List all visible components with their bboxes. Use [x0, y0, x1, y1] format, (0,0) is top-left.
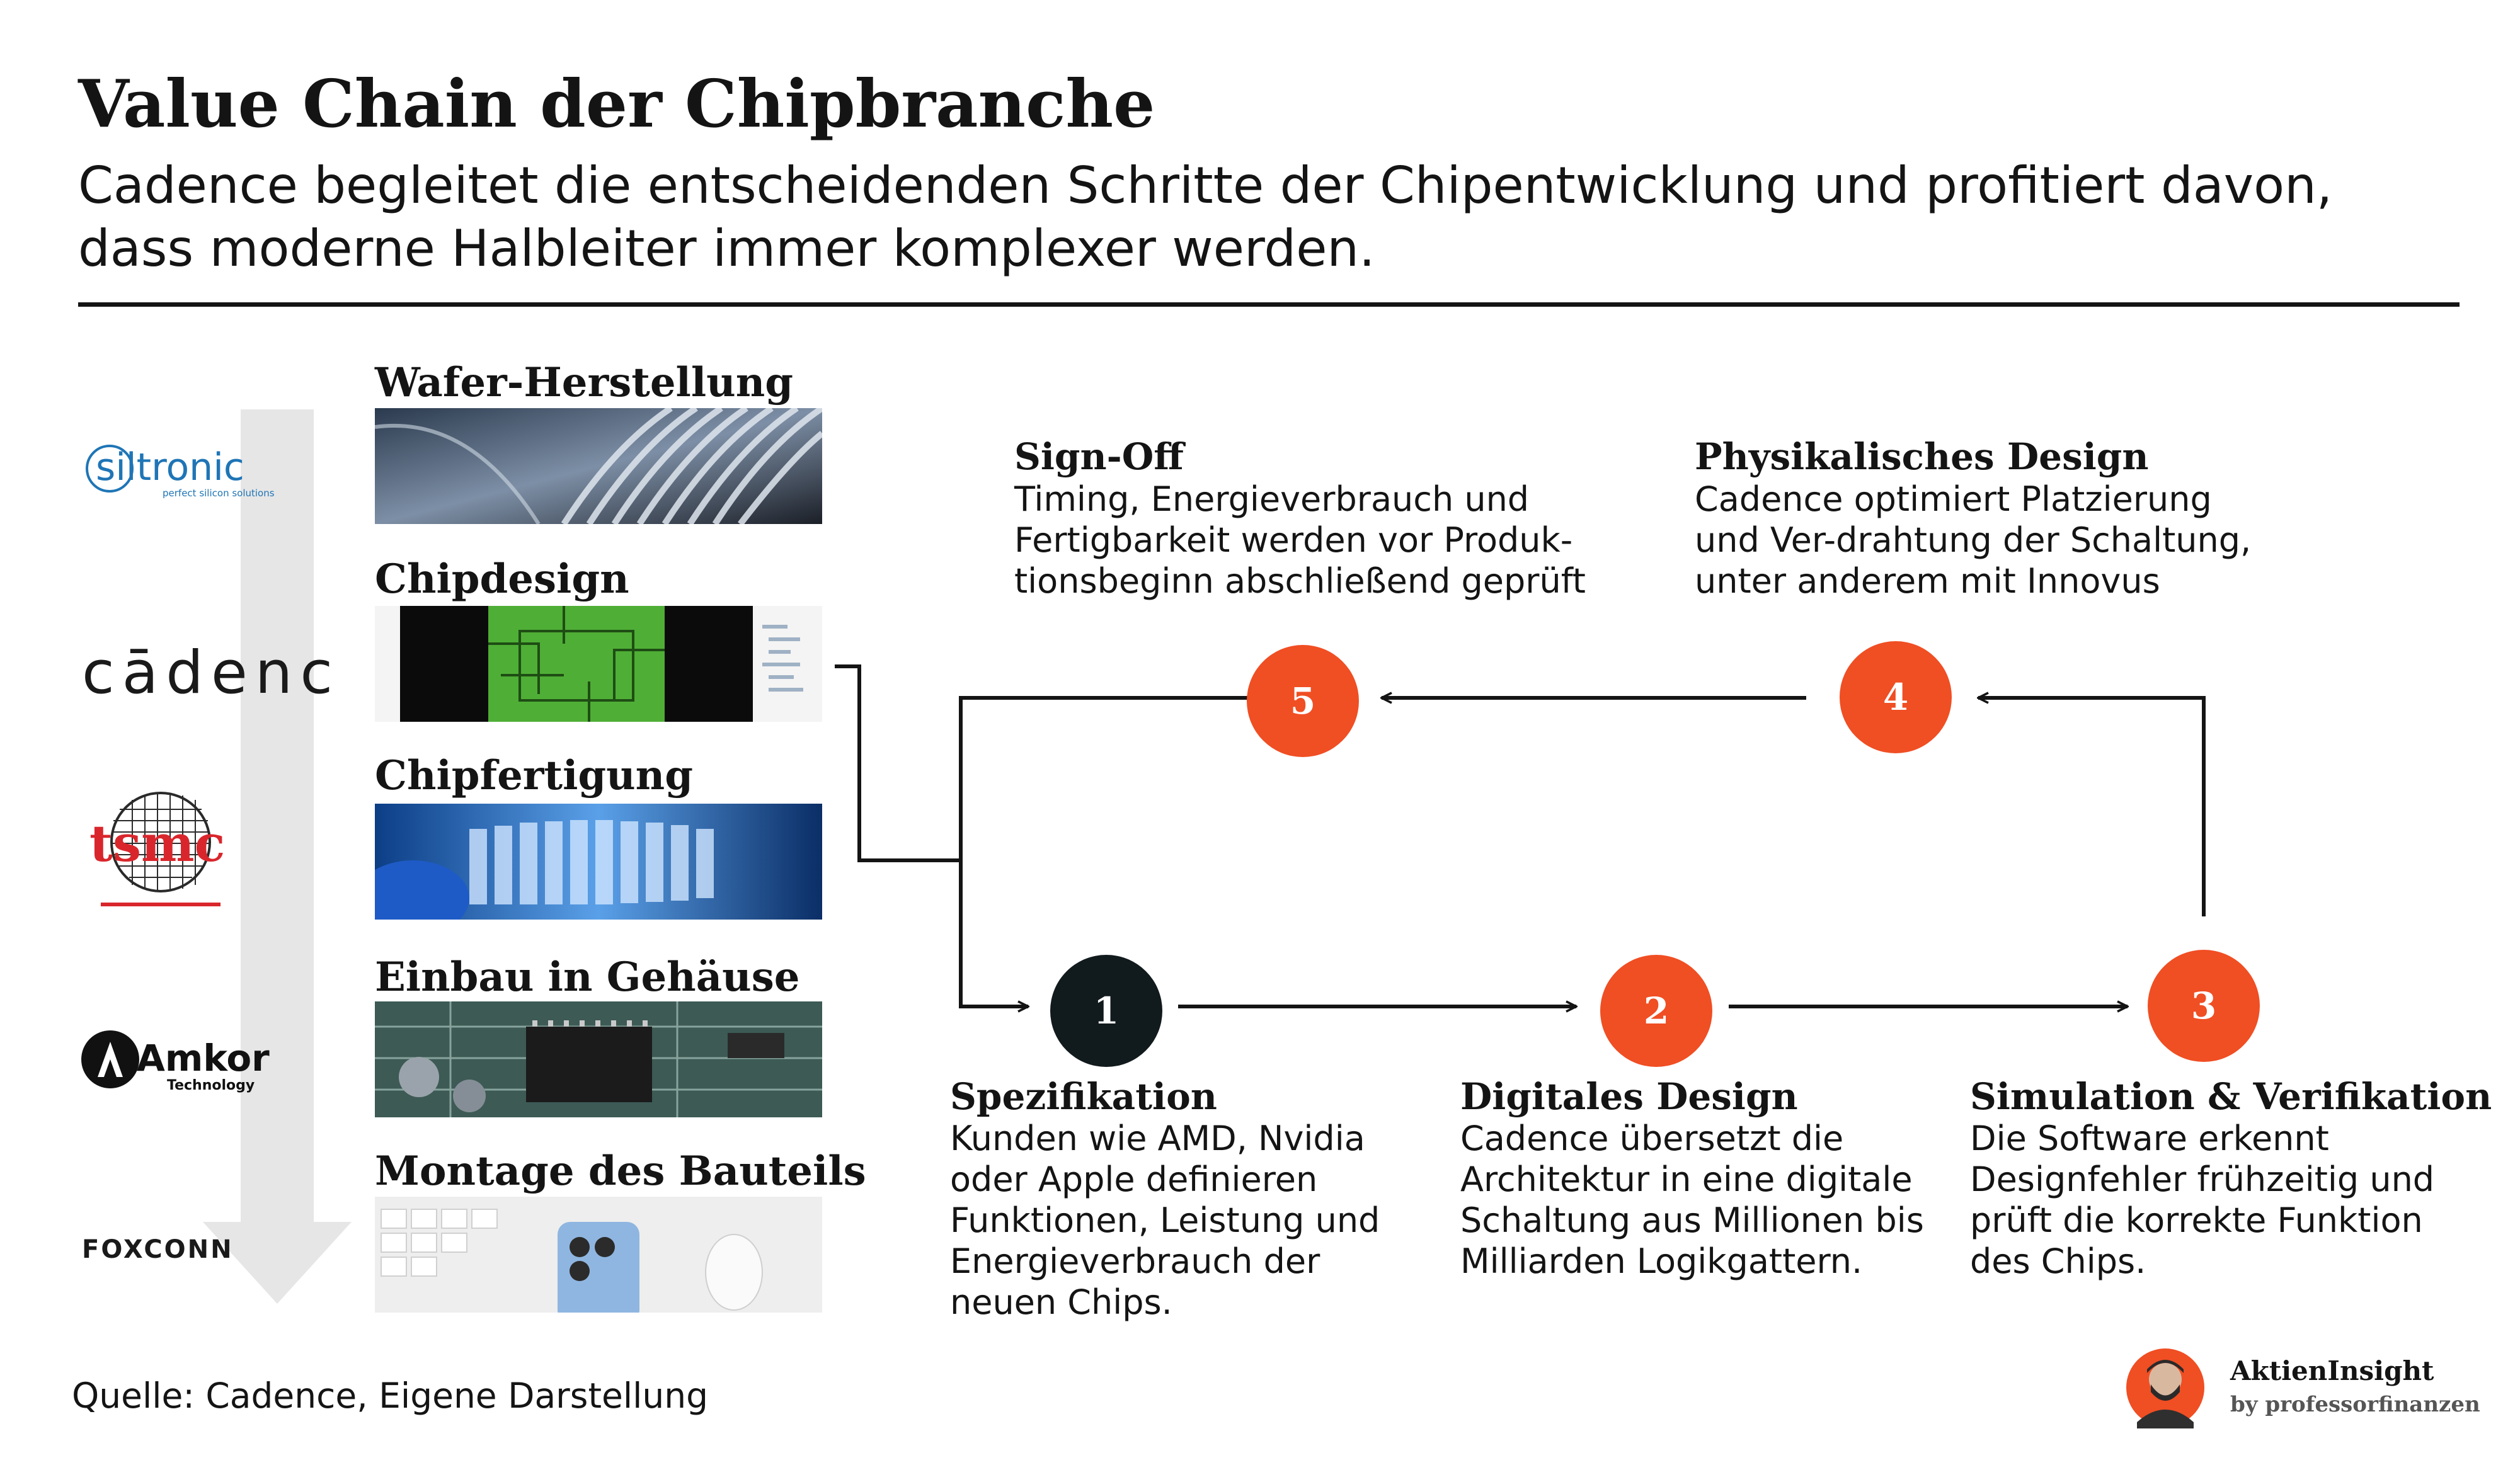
step-2-line: Architektur in eine digitale — [1460, 1160, 1913, 1199]
step-3-line: Designfehler frühzeitig und — [1970, 1160, 2435, 1199]
step-1-badge: 1 — [1050, 955, 1162, 1067]
step-3-badge: 3 — [2148, 950, 2260, 1062]
chipfertigung-image — [375, 804, 822, 920]
step-2-line: Milliarden Logikgattern. — [1460, 1241, 1863, 1281]
avatar — [2124, 1347, 2206, 1428]
page-title: Value Chain der Chipbranche — [78, 65, 1155, 142]
step-1-line: Kunden wie AMD, Nvidia — [950, 1119, 1365, 1158]
siltronic-logo: siltronic perfect silicon solutions — [82, 422, 321, 516]
montage-image — [375, 1197, 822, 1313]
page-subtitle: Cadence begleitet die entscheidenden Sch… — [78, 154, 2472, 280]
step-4-line: und Ver-drahtung der Schaltung, — [1695, 520, 2252, 560]
header-divider — [78, 302, 2460, 307]
foxconn-logo: FOXCONN — [82, 1225, 252, 1269]
cadence-logo: cādence — [82, 636, 334, 712]
step-3-line: des Chips. — [1970, 1241, 2146, 1281]
tsmc-logo: tsmc — [82, 790, 239, 916]
amkor-sub: Technology — [167, 1078, 255, 1093]
step-2-description: Cadence übersetzt die Architektur in ein… — [1460, 1118, 1924, 1282]
step-5-description: Timing, Energieverbrauch und Fertigbarke… — [1014, 479, 1586, 601]
step-3-line: prüft die korrekte Funktion — [1970, 1200, 2423, 1240]
value-chain-label-montage: Montage des Bauteils — [375, 1148, 866, 1195]
step-1-line: Funktionen, Leistung und — [950, 1200, 1380, 1240]
subtitle-line: dass moderne Halbleiter immer komplexer … — [78, 219, 1375, 278]
step-3-description: Die Software erkennt Designfehler frühze… — [1970, 1118, 2434, 1282]
value-chain-label-chipdesign: Chipdesign — [375, 556, 629, 603]
arrow-3-to-4 — [1978, 698, 2206, 916]
value-chain-down-arrow — [203, 409, 352, 1304]
step-5-line: Timing, Energieverbrauch und — [1014, 479, 1530, 519]
step-2-badge: 2 — [1600, 955, 1712, 1067]
step-4-title: Physikalisches Design — [1695, 435, 2149, 478]
step-1-line: neuen Chips. — [950, 1282, 1172, 1322]
step-5-line: Fertigbarkeit werden vor Produk- — [1014, 520, 1573, 560]
step-4-line: unter anderem mit Innovus — [1695, 561, 2160, 601]
brand-name: AktienInsight — [2230, 1355, 2434, 1386]
step-5-badge: 5 — [1247, 645, 1359, 757]
siltronic-wordmark: siltronic — [96, 445, 244, 489]
step-1-description: Kunden wie AMD, Nvidia oder Apple defini… — [950, 1118, 1380, 1323]
chipdesign-image — [375, 606, 822, 722]
step-3-line: Die Software erkennt — [1970, 1119, 2329, 1158]
step-5-title: Sign-Off — [1014, 435, 1184, 478]
wafer-image — [375, 408, 822, 524]
gehaeuse-image — [375, 1001, 822, 1117]
step-2-title: Digitales Design — [1460, 1075, 1798, 1118]
cadence-wordmark: cādence — [82, 639, 334, 707]
step-2-line: Cadence übersetzt die — [1460, 1119, 1844, 1158]
foxconn-wordmark: FOXCONN — [82, 1235, 234, 1264]
step-5-line: tionsbeginn abschließend geprüft — [1014, 561, 1586, 601]
brand-byline: by professorfinanzen — [2230, 1392, 2480, 1417]
chipdesign-bracket-line — [835, 664, 961, 862]
step-4-badge: 4 — [1840, 641, 1952, 753]
value-chain-label-chipfertigung: Chipfertigung — [375, 752, 693, 799]
amkor-logo: Amkor Technology — [79, 1020, 280, 1109]
step-4-description: Cadence optimiert Platzierung und Ver-dr… — [1695, 479, 2251, 601]
step-2-line: Schaltung aus Millionen bis — [1460, 1200, 1924, 1240]
step-1-title: Spezifikation — [950, 1075, 1217, 1118]
step-1-line: Energieverbrauch der — [950, 1241, 1320, 1281]
source-note: Quelle: Cadence, Eigene Darstellung — [72, 1376, 709, 1416]
amkor-wordmark: Amkor — [137, 1037, 270, 1080]
arrow-5-to-1 — [959, 696, 1249, 1006]
subtitle-line: Cadence begleitet die entscheidenden Sch… — [78, 156, 2333, 215]
step-3-title: Simulation & Verifikation — [1970, 1075, 2492, 1118]
step-1-line: oder Apple definieren — [950, 1160, 1318, 1199]
step-4-line: Cadence optimiert Platzierung — [1695, 479, 2212, 519]
value-chain-label-wafer: Wafer-Herstellung — [375, 359, 793, 406]
value-chain-label-gehaeuse: Einbau in Gehäuse — [375, 954, 800, 1001]
siltronic-tagline: perfect silicon solutions — [163, 487, 275, 499]
tsmc-wordmark: tsmc — [89, 814, 225, 873]
